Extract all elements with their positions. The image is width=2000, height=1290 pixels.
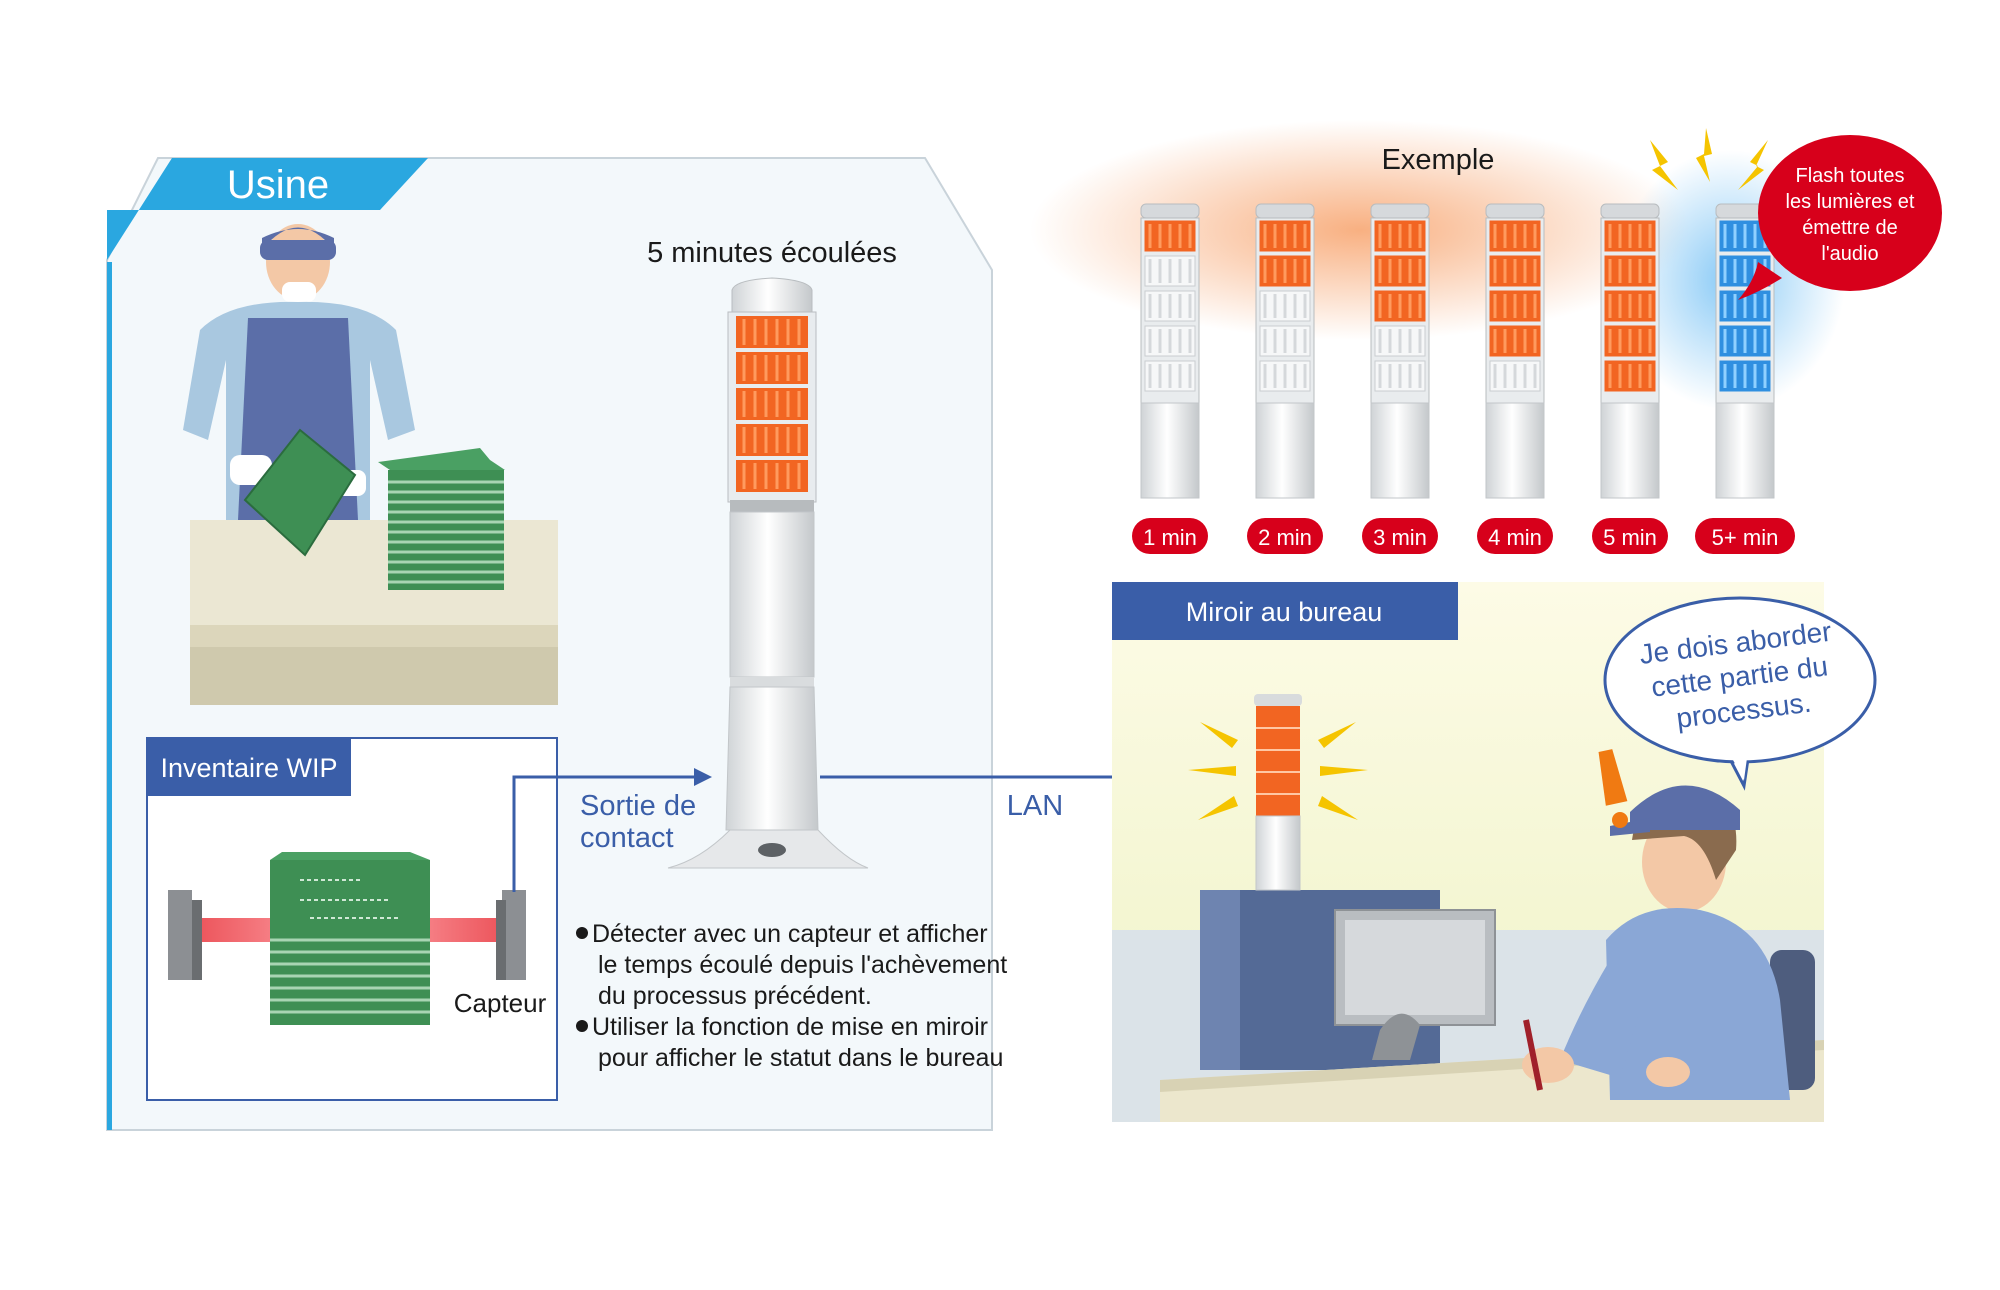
factory-title-banner [107,158,428,260]
time-pill: 1 min [1132,518,1208,554]
contact-output-label-line2: contact [580,822,674,854]
alert-rays-icon [1188,722,1368,820]
example-tower: 1 min [1132,203,1208,554]
time-pill: 2 min [1247,518,1323,554]
flash-note-line4: l'audio [1821,243,1878,265]
time-pill: 5 min [1592,518,1668,554]
sensor-label: Capteur [454,988,547,1018]
sensor-receiver-right [496,890,526,980]
main-signal-tower [667,277,869,869]
factory-worker-illustration [183,224,558,705]
example-tower: 3 min [1362,203,1438,554]
time-pill-label: 5+ min [1712,525,1779,550]
sensor-emitter-left [168,890,202,980]
flash-note-line1: Flash toutes [1796,165,1905,187]
wip-title: Inventaire WIP [160,753,337,783]
time-pill-label: 1 min [1143,525,1197,550]
factory-panel-left-edge [107,262,112,1130]
lightning-icon [1650,128,1768,190]
example-title: Exemple [1382,144,1495,176]
bullet-1-line3: du processus précédent. [598,982,872,1010]
example-towers: 1 min 2 min 3 min 4 min 5 min 5+ min [1132,203,1795,554]
main-tower-segment [736,352,808,384]
wip-title-banner [147,738,351,796]
time-pill-label: 2 min [1258,525,1312,550]
office-signal-tower [1254,694,1302,891]
time-pill-label: 5 min [1603,525,1657,550]
bullet-1-line1: Détecter avec un capteur et afficher [592,920,988,948]
lan-label: LAN [1007,790,1063,822]
flash-note-line2: les lumières et [1786,191,1915,213]
main-tower-segment [736,424,808,456]
office-worker-illustration [1522,785,1815,1100]
exclamation-icon [1598,749,1628,828]
example-tower: 4 min [1477,203,1553,554]
office-panel: Miroir au bureau [1112,582,1877,1122]
office-speech-bubble: Je dois aborder cette partie du processu… [1603,596,1877,791]
factory-title: Usine [227,163,329,207]
bullet-2-line2: pour afficher le statut dans le bureau [598,1044,1003,1072]
office-title: Miroir au bureau [1186,597,1383,627]
contact-output-arrow [512,768,712,892]
main-tower-segment [736,388,808,420]
flash-note-bubble: Flash toutes les lumières et émettre de … [1738,135,1942,300]
bullet-dot-2 [576,1020,588,1032]
time-pill: 4 min [1477,518,1553,554]
office-title-banner [1112,582,1458,640]
time-pill: 3 min [1362,518,1438,554]
main-tower-caption: 5 minutes écoulées [647,237,897,269]
time-pill-label: 3 min [1373,525,1427,550]
main-tower-segment [736,460,808,492]
example-tower: 5+ min [1695,203,1795,554]
wip-inventory-box: Inventaire WIP [146,737,558,1101]
bullet-list: Détecter avec un capteur et afficher le … [576,920,1007,1072]
time-pill-label: 4 min [1488,525,1542,550]
bullet-dot-1 [576,927,588,939]
bullet-1-line2: le temps écoulé depuis l'achèvement [598,951,1007,979]
contact-output-label-line1: Sortie de [580,790,696,822]
flash-note-line3: émettre de [1802,217,1898,239]
example-tower: 2 min [1247,203,1323,554]
time-pill: 5+ min [1695,518,1795,554]
bullet-2-line1: Utiliser la fonction de mise en miroir [592,1013,988,1041]
wip-board-stack [270,852,430,1025]
main-tower-lamp-segments [736,316,808,492]
main-tower-segment [736,316,808,348]
example-tower: 5 min [1592,203,1668,554]
